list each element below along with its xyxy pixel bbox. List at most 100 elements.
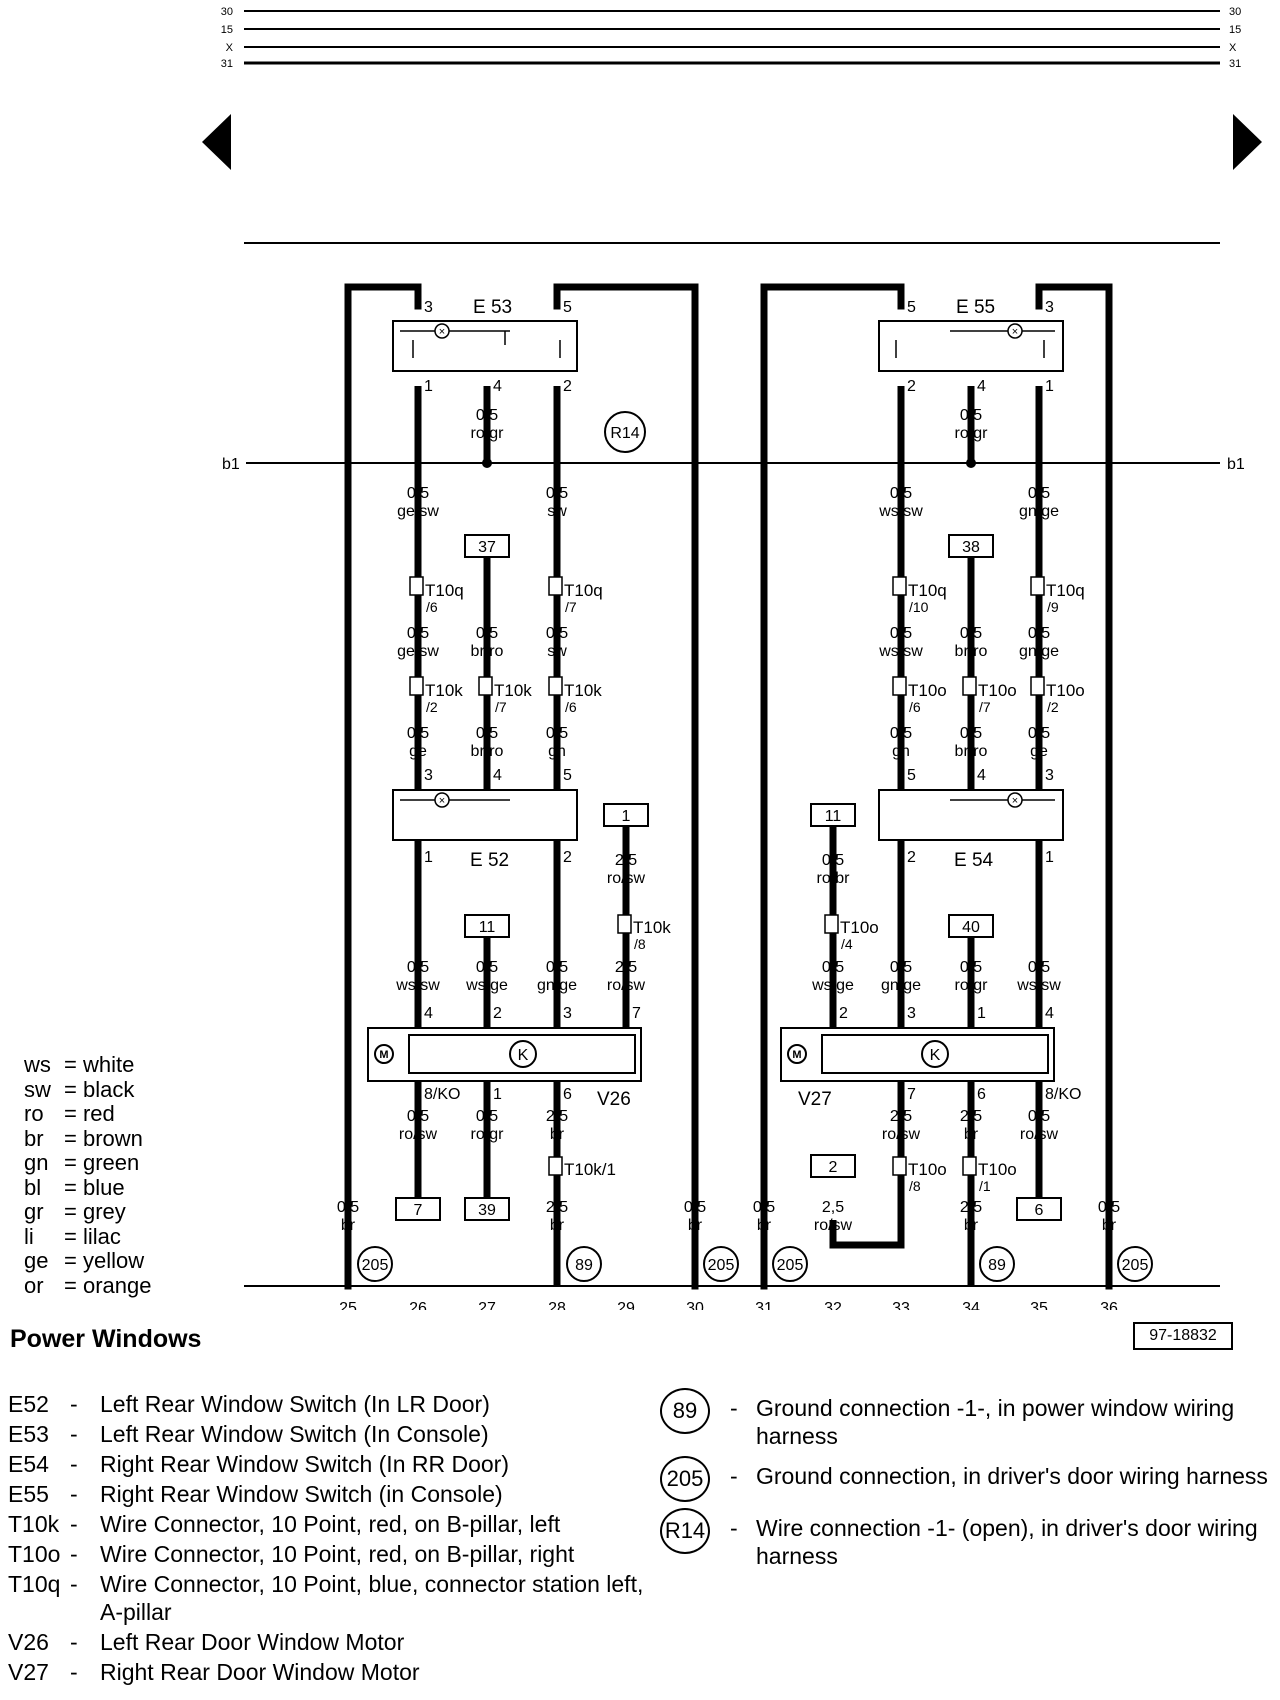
legend-code: V26: [8, 1629, 49, 1655]
column-number: 29: [617, 1300, 635, 1310]
motor-v27[interactable]: M K: [780, 1027, 1055, 1082]
color-desc: = blue: [64, 1174, 125, 1200]
wire-color: br: [757, 1217, 772, 1234]
ref-box-6[interactable]: 6: [1016, 1197, 1062, 1221]
ref-box-label: 7: [414, 1202, 423, 1219]
bus-label-right: 15: [1229, 24, 1241, 36]
ref-box-37[interactable]: 37: [464, 534, 510, 558]
wire-color: gn/ge: [1019, 503, 1059, 520]
connector-pin: /6: [426, 599, 438, 615]
legend-row: E55-Right Rear Window Switch (in Console…: [8, 1480, 648, 1508]
color-key-row: sw= black: [24, 1077, 151, 1103]
ref-box-label: 1: [622, 808, 631, 825]
pin-label: 4: [1045, 1005, 1054, 1022]
connector-pin: /10: [909, 599, 929, 615]
connector-t10o-1[interactable]: T10o /1: [962, 1156, 1017, 1194]
switch-e52[interactable]: ×: [392, 789, 578, 841]
wire-color: ws/sw: [878, 643, 923, 660]
pin-label: 3: [907, 1005, 916, 1022]
connector-t10o-4[interactable]: T10o /4: [824, 914, 879, 952]
component-legend: E52-Left Rear Window Switch (In LR Door)…: [8, 1390, 648, 1688]
switch-e55[interactable]: ×: [878, 320, 1064, 372]
legend-code: E54: [8, 1451, 49, 1477]
connection-badge: 89: [660, 1388, 710, 1434]
wire-color: ge: [1030, 743, 1048, 760]
connector-t10o-6[interactable]: T10o /6: [892, 676, 947, 715]
ref-box-11[interactable]: 11: [464, 914, 510, 938]
legend-code: T10q: [8, 1571, 61, 1597]
figure-id: 97-18832: [1133, 1322, 1233, 1350]
connector-t10k-2[interactable]: T10k /2: [409, 676, 463, 715]
pin-label: 2: [563, 849, 572, 866]
previous-page-arrow-icon[interactable]: [202, 114, 231, 170]
ground-connection-205[interactable]: 205: [703, 1246, 739, 1282]
wire-size: 0,5: [684, 1199, 706, 1216]
column-number: 27: [478, 1300, 496, 1310]
ground-connection-205[interactable]: 205: [357, 1246, 393, 1282]
legend-dash: -: [730, 1395, 738, 1421]
switch-e54[interactable]: ×: [878, 789, 1064, 841]
color-abbr: li: [24, 1223, 34, 1249]
connector-t10k-7[interactable]: T10k /7: [478, 676, 532, 715]
connection-text: Ground connection -1-, in power window w…: [756, 1395, 1235, 1449]
connector-pin: /7: [495, 699, 507, 715]
connector-t10o-7[interactable]: T10o /7: [962, 676, 1017, 715]
legend-row: E54-Right Rear Window Switch (In RR Door…: [8, 1450, 648, 1478]
connector-t10o-8[interactable]: T10o /8: [892, 1156, 947, 1194]
ref-box-7[interactable]: 7: [395, 1197, 441, 1221]
pin-label: 8/KO: [424, 1086, 460, 1103]
connection-legend: 89 - Ground connection -1-, in power win…: [660, 1388, 1275, 1576]
connector-t10k-1[interactable]: T10k/1: [548, 1156, 616, 1179]
connector-t10k-6[interactable]: T10k /6: [548, 676, 602, 715]
motor-v26[interactable]: M K: [367, 1027, 642, 1082]
wire-size: 0,5: [546, 959, 568, 976]
ref-box-40[interactable]: 40: [948, 914, 994, 938]
ground-label: 89: [575, 1257, 593, 1274]
connector-t10k-8[interactable]: T10k /8: [617, 914, 671, 952]
wire-size: 0,5: [1028, 625, 1050, 642]
wire-color: ge/sw: [397, 503, 439, 520]
ref-box-11[interactable]: 11: [810, 803, 856, 827]
ref-box-label: 11: [479, 919, 496, 936]
color-desc: = grey: [64, 1199, 126, 1224]
connection-legend-row: 205 - Ground connection, in driver's doo…: [660, 1456, 1275, 1502]
pin-label: 7: [907, 1086, 916, 1103]
pin-label: 3: [1045, 767, 1054, 784]
column-number: 31: [755, 1300, 773, 1310]
connector-t10q-9[interactable]: T10q /9: [1030, 576, 1085, 615]
bus-label-left: X: [226, 42, 234, 54]
wire-connection-r14[interactable]: R14: [604, 411, 646, 453]
ground-connection-89[interactable]: 89: [979, 1246, 1015, 1282]
legend-dash: -: [70, 1629, 78, 1655]
ground-connection-89[interactable]: 89: [566, 1246, 602, 1282]
connector-t10q-10[interactable]: T10q /10: [892, 576, 947, 615]
ref-box-38[interactable]: 38: [948, 534, 994, 558]
ground-connection-205[interactable]: 205: [1117, 1246, 1153, 1282]
ref-box-2[interactable]: 2: [810, 1154, 856, 1178]
wire-color: ge/sw: [397, 643, 439, 660]
pin-label: 3: [424, 767, 433, 784]
wire-color: br/ro: [955, 643, 988, 660]
legend-text: Wire Connector, 10 Point, blue, connecto…: [100, 1571, 644, 1625]
wire-size: 0,5: [960, 407, 982, 424]
pin-label: 1: [424, 849, 433, 866]
e54-label: E 54: [954, 850, 994, 871]
ref-box-39[interactable]: 39: [464, 1197, 510, 1221]
color-key-row: br= brown: [24, 1126, 151, 1152]
pin-label: 1: [1045, 378, 1054, 395]
connector-t10o-2[interactable]: T10o /2: [1030, 676, 1085, 715]
pin-label: 4: [424, 1005, 433, 1022]
connector-pin: /8: [634, 936, 646, 952]
legend-dash: -: [70, 1571, 78, 1597]
legend-code: E53: [8, 1421, 49, 1447]
ref-box-1[interactable]: 1: [603, 803, 649, 827]
wire-color: br/ro: [471, 743, 504, 760]
pin-label: 1: [493, 1086, 502, 1103]
next-page-arrow-icon[interactable]: [1233, 114, 1262, 170]
connector-t10q-7[interactable]: T10q /7: [548, 576, 603, 615]
legend-row: T10q-Wire Connector, 10 Point, blue, con…: [8, 1570, 648, 1626]
connector-t10q-6[interactable]: T10q /6: [409, 576, 464, 615]
switch-e53[interactable]: ×: [392, 320, 578, 372]
legend-text: Right Rear Window Switch (in Console): [100, 1481, 503, 1507]
ground-connection-205[interactable]: 205: [772, 1246, 808, 1282]
